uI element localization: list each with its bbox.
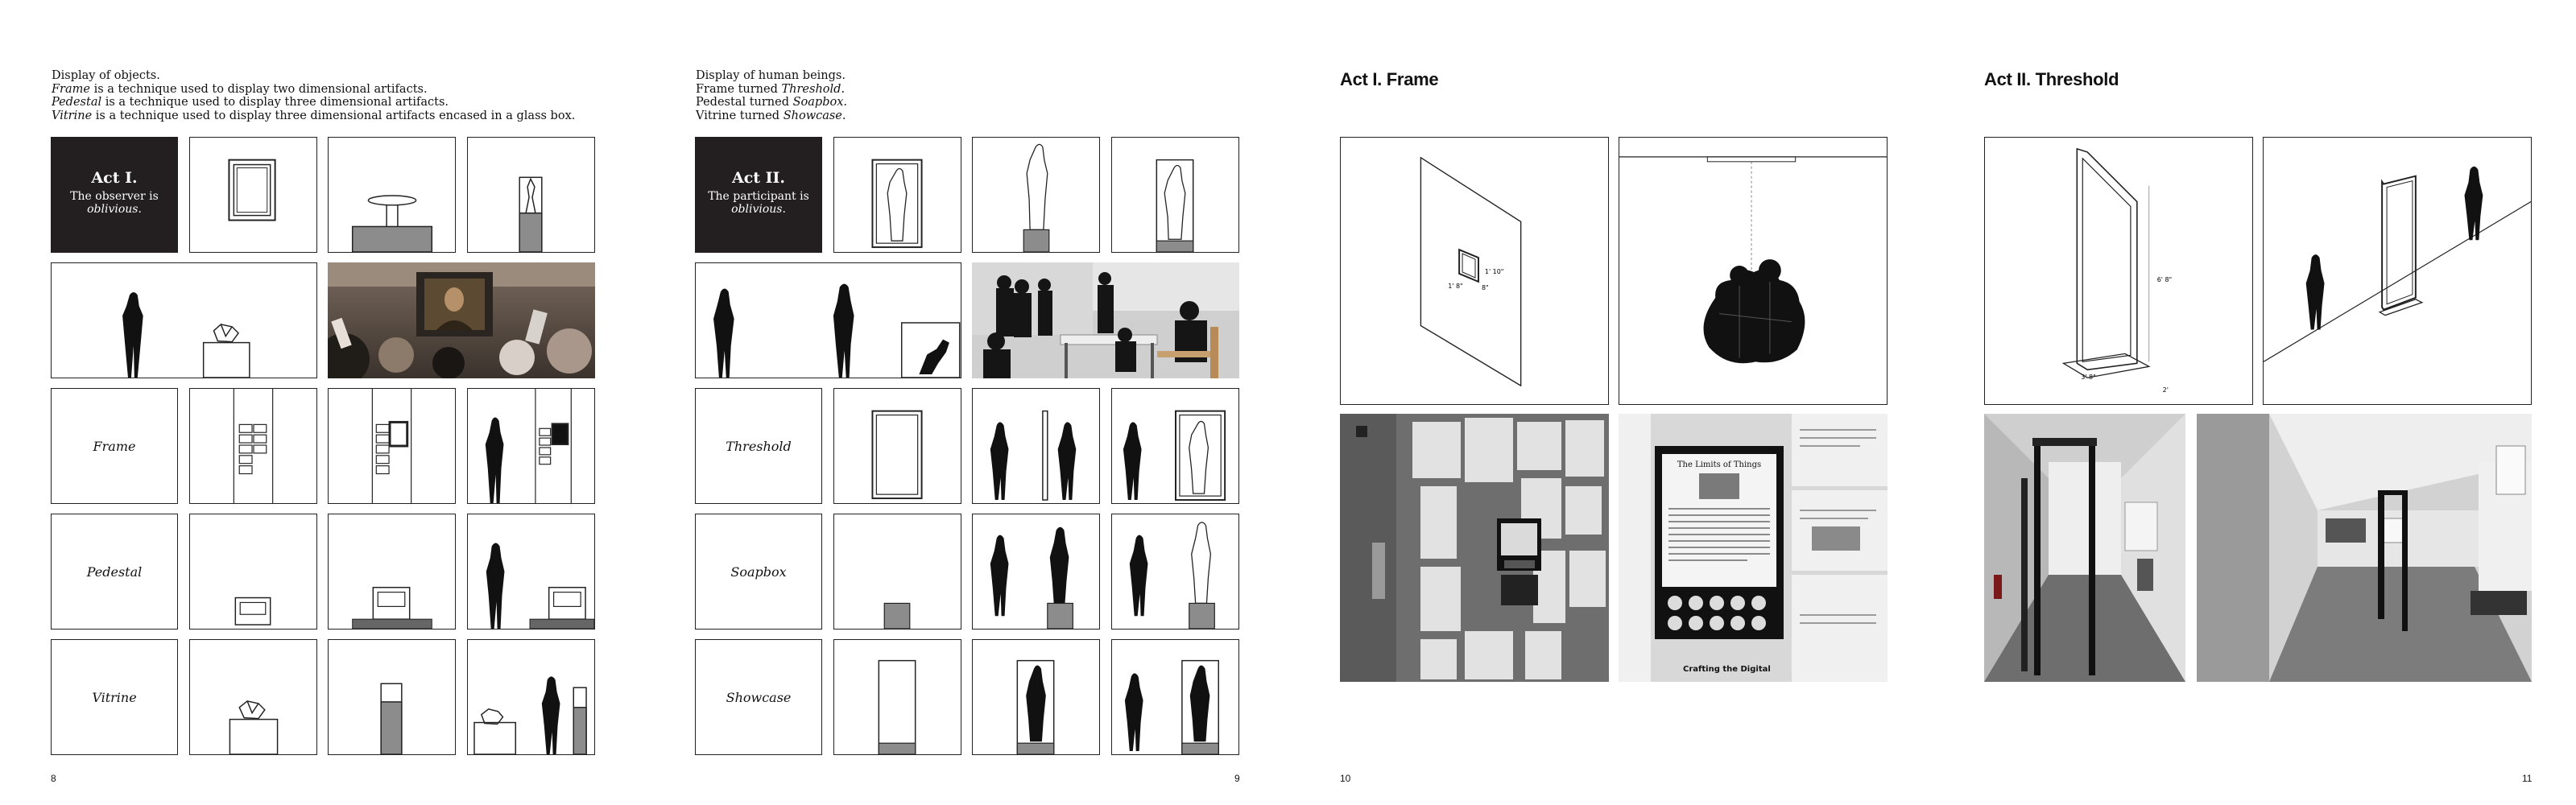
pedestal-diagram — [328, 137, 456, 253]
row-label: Pedestal — [86, 564, 143, 580]
soapbox-sketch — [972, 514, 1100, 630]
page-number: 11 — [2522, 773, 2533, 784]
soapbox-sketch — [833, 514, 961, 630]
threshold-participant — [1111, 388, 1239, 504]
museum-photo — [328, 262, 595, 378]
dim-label: 1' 8" — [1448, 283, 1462, 290]
dim-label: 1' 10" — [1485, 268, 1504, 275]
showcase-sketch — [833, 639, 961, 755]
crowd-diagram — [1619, 137, 1888, 405]
vitrine-diagram — [467, 137, 595, 253]
page-9: Display of human beings. Frame turned Th… — [644, 0, 1288, 805]
vitrine-sketch — [189, 639, 317, 755]
intro-line: Pedestal is a technique used to display … — [52, 96, 449, 109]
vitrine-label: Vitrine — [51, 639, 178, 755]
intro-line: Display of human beings. — [696, 69, 846, 82]
showcase-participant — [1111, 639, 1239, 755]
row-label: Soapbox — [730, 564, 787, 580]
act-title: Act I. — [91, 169, 138, 187]
intro-text: Display of objects. Frame is a technique… — [52, 69, 575, 122]
poster-caption: Crafting the Digital — [1683, 665, 1771, 674]
page-8: Display of objects. Frame is a technique… — [0, 0, 644, 805]
act-line: The observer is — [70, 190, 159, 203]
threshold-label: Threshold — [695, 388, 822, 504]
intro-text: Display of human beings. Frame turned Th… — [696, 69, 847, 122]
intro-line: Pedestal turned Soapbox. — [696, 96, 848, 109]
act-one-box: Act I. The observer is oblivious. — [51, 137, 178, 253]
intro-line: Display of objects. — [52, 69, 160, 82]
frame-axonometric: 1' 10" 1' 8" 8" — [1340, 137, 1609, 405]
page-heading: Act I. Frame — [1340, 69, 1439, 89]
intro-line: Frame turned Threshold. — [696, 82, 846, 96]
intro-line: Frame is a technique used to display two… — [52, 82, 428, 96]
frame-installation-photo — [1340, 414, 1609, 682]
dim-label: 2' — [2163, 386, 2169, 394]
soapbox-diagram — [972, 137, 1100, 253]
soapbox-label: Soapbox — [695, 514, 822, 630]
threshold-hallway-photo — [1984, 414, 2185, 682]
frame-wall-sketch — [328, 388, 456, 504]
row-label: Showcase — [726, 689, 792, 705]
vitrine-sketch — [328, 639, 456, 755]
pedestal-sketch — [189, 514, 317, 630]
observer-sketch — [51, 262, 317, 378]
threshold-participant-diagram — [2263, 137, 2532, 405]
act-two-box: Act II. The participant is oblivious. — [695, 137, 822, 253]
pedestal-label: Pedestal — [51, 514, 178, 630]
row-label: Threshold — [726, 438, 792, 454]
threshold-sketch — [972, 388, 1100, 504]
page-number: 10 — [1340, 773, 1351, 784]
act-title: Act II. — [731, 169, 786, 187]
poster-title: The Limits of Things — [1677, 460, 1761, 469]
participant-sketch — [695, 262, 961, 378]
intro-line: Vitrine is a technique used to display t… — [52, 109, 576, 122]
act-line: The participant is — [708, 190, 809, 203]
vitrine-observer — [467, 639, 595, 755]
page-11: Act II. Threshold 6' 8" 3' 8" 2' 11 — [1933, 0, 2576, 805]
row-label: Frame — [93, 438, 136, 454]
threshold-sketch — [833, 388, 961, 504]
row-label: Vitrine — [92, 689, 137, 705]
page-number: 8 — [51, 773, 56, 784]
threshold-axonometric: 6' 8" 3' 8" 2' — [1984, 137, 2253, 405]
frame-wall-sketch — [189, 388, 317, 504]
page-heading: Act II. Threshold — [1984, 69, 2119, 89]
dim-label: 3' 8" — [2081, 374, 2095, 381]
threshold-diagram — [833, 137, 961, 253]
frame-wall-observer — [467, 388, 595, 504]
threshold-corridor-photo — [2197, 414, 2532, 682]
pedestal-observer — [467, 514, 595, 630]
showcase-label: Showcase — [695, 639, 822, 755]
showcase-sketch — [972, 639, 1100, 755]
frame-diagram — [189, 137, 317, 253]
act-line: oblivious. — [731, 203, 786, 216]
page-10: Act I. Frame 1' 10" 1' 8" 8" The Limits of… — [1288, 0, 1933, 805]
gallery-photo — [972, 262, 1239, 378]
soapbox-participant — [1111, 514, 1239, 630]
dim-label: 8" — [1482, 284, 1489, 291]
pedestal-sketch — [328, 514, 456, 630]
frame-label: Frame — [51, 388, 178, 504]
intro-line: Vitrine turned Showcase. — [696, 109, 846, 122]
showcase-diagram — [1111, 137, 1239, 253]
act-line: oblivious. — [87, 203, 142, 216]
page-number: 9 — [1234, 773, 1240, 784]
dim-label: 6' 8" — [2157, 276, 2172, 283]
